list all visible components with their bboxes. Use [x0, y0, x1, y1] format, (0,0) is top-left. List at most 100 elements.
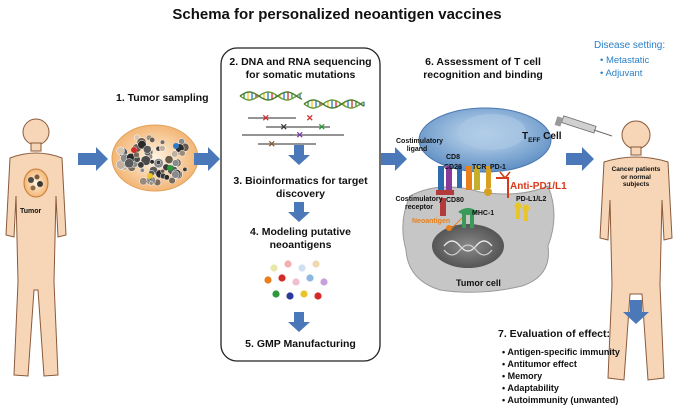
step5-label: 5. GMP Manufacturing	[245, 338, 356, 350]
svg-text:✕: ✕	[262, 113, 270, 123]
disease-setting-item: Adjuvant	[600, 67, 649, 80]
step2-label: 2. DNA and RNA sequencing for somatic mu…	[229, 56, 372, 81]
tumor-cell-blob	[137, 161, 145, 169]
diagram-title: Schema for personalized neoantigen vacci…	[172, 6, 502, 23]
costim-ligand-label: Costimulatory ligand	[396, 138, 444, 153]
step3-label: 3. Bioinformatics for target discovery	[233, 175, 368, 200]
teff-sub: EFF	[528, 137, 541, 144]
tcr-label: TCR	[472, 164, 487, 171]
svg-text:✕: ✕	[280, 122, 288, 132]
svg-text:✕: ✕	[306, 113, 314, 123]
syringe-graphic	[554, 115, 613, 137]
costim-receptor-label: Costimulatory receptor	[395, 196, 443, 211]
subjects-label: Cancer patients or normal subjects	[611, 166, 661, 188]
neoantigen-dot	[306, 274, 314, 282]
evaluation-item: Antigen-specific immunity	[502, 346, 620, 358]
tumor-sample-cluster	[111, 124, 199, 192]
evaluation-item: Adaptability	[502, 382, 620, 394]
teff-cell-word: Cell	[543, 131, 562, 142]
step6-label: 6. Assessment of T cell recognition and …	[423, 56, 543, 81]
pd1-label: PD-1	[490, 164, 506, 171]
tumor-cell-blob	[149, 159, 155, 165]
cd80-label: CD80	[446, 197, 464, 204]
marked-cell-blob	[173, 143, 179, 149]
anti-pd1-label: Anti-PD1/L1	[510, 181, 567, 192]
dna-strand	[303, 99, 365, 109]
tumor-cell-blob	[160, 168, 166, 174]
arrow-sample-to-pipeline	[194, 147, 220, 171]
arrow-assessment-to-patient	[566, 147, 594, 171]
t-cell-graphic	[418, 107, 552, 173]
arrow-step3-to-step4	[288, 202, 310, 222]
dna-strand	[239, 91, 303, 101]
patient-body-left	[5, 118, 67, 377]
marked-cell-blob	[147, 173, 153, 179]
step4-label: 4. Modeling putative neoantigens	[250, 226, 351, 251]
teff-cell-label: TEFF Cell	[522, 131, 562, 144]
neoantigen-dot	[300, 290, 308, 298]
tumor-cell-blob	[172, 159, 180, 167]
tumor-cell-blob	[179, 149, 186, 157]
dna-strands-graphic	[239, 91, 365, 109]
evaluation-item: Memory	[502, 370, 620, 382]
evaluation-title: 7. Evaluation of effect:	[498, 328, 611, 340]
tumor-cell-blob	[171, 170, 180, 179]
disease-setting-item: Metastatic	[600, 54, 649, 67]
cd8-label: CD8	[446, 154, 461, 161]
teff-t: T	[522, 131, 529, 142]
neoantigen-dot	[278, 274, 286, 282]
marked-cell-blob	[131, 147, 137, 153]
tumor-cell-blob	[139, 177, 148, 186]
tumor-cell-blob	[139, 167, 145, 173]
arrow-patient-to-evaluation	[623, 300, 649, 324]
svg-text:✕: ✕	[268, 139, 276, 149]
tumor-cell-label: Tumor cell	[456, 278, 501, 288]
neoantigen-dot	[286, 292, 294, 300]
patient-body-right	[599, 120, 673, 381]
tumor-cell-blob	[116, 146, 125, 155]
tumor-cell-blob	[155, 159, 161, 165]
neoantigen-dot	[270, 264, 278, 272]
tumor-cell-blob	[124, 158, 135, 169]
tumor-cell-blob	[164, 155, 174, 164]
tumor-cell-blob	[149, 181, 154, 186]
neoantigen-dot	[314, 292, 322, 300]
svg-text:✕: ✕	[296, 130, 304, 140]
tumor-cell-blob	[149, 136, 156, 143]
svg-text:✕: ✕	[318, 122, 326, 132]
receptor-complex-graphic	[436, 166, 530, 231]
disease-setting-list: Metastatic Adjuvant	[600, 54, 649, 80]
neoantigen-dot	[320, 278, 328, 286]
tumor-cell-blob	[143, 145, 152, 154]
dna-strand	[239, 91, 303, 101]
mutation-reads-graphic: ✕ ✕ ✕ ✕ ✕ ✕	[242, 113, 344, 149]
cd28-label: CD28	[444, 164, 462, 171]
arrow-body-to-sample	[78, 147, 108, 171]
neoantigen-dot	[312, 260, 320, 268]
evaluation-item: Antitumor effect	[502, 358, 620, 370]
step1-label: 1. Tumor sampling	[116, 92, 209, 104]
neoantigen-dot	[284, 260, 292, 268]
evaluation-list: Antigen-specific immunity Antitumor effe…	[502, 346, 620, 406]
tumor-cell-blob	[168, 177, 176, 185]
tumor-cell-blob	[133, 151, 140, 159]
tumor-cell-blob	[159, 139, 166, 145]
neoantigen-dots-graphic	[264, 260, 328, 300]
arrow-pipeline-to-assessment	[381, 147, 407, 171]
evaluation-item: Autoimmunity (unwanted)	[502, 394, 620, 406]
neoantigen-dot	[264, 276, 272, 284]
disease-setting-title: Disease setting:	[594, 40, 666, 51]
dna-strand	[303, 99, 365, 109]
neoantigen-dot	[272, 290, 280, 298]
neoantigen-dot	[298, 264, 306, 272]
pdl-label: PD-L1/L2	[516, 196, 547, 203]
neoantigen-label: Neoantigen	[412, 218, 451, 225]
tumor-label: Tumor	[20, 208, 42, 215]
marked-cell-blob	[167, 165, 173, 171]
arrow-step2-to-step3	[288, 145, 310, 165]
tumor-cell-blob	[163, 174, 170, 181]
mhc-label: MHC-1	[472, 210, 495, 217]
tumor-cell-blob	[182, 166, 188, 172]
neoantigen-dot	[292, 278, 300, 286]
